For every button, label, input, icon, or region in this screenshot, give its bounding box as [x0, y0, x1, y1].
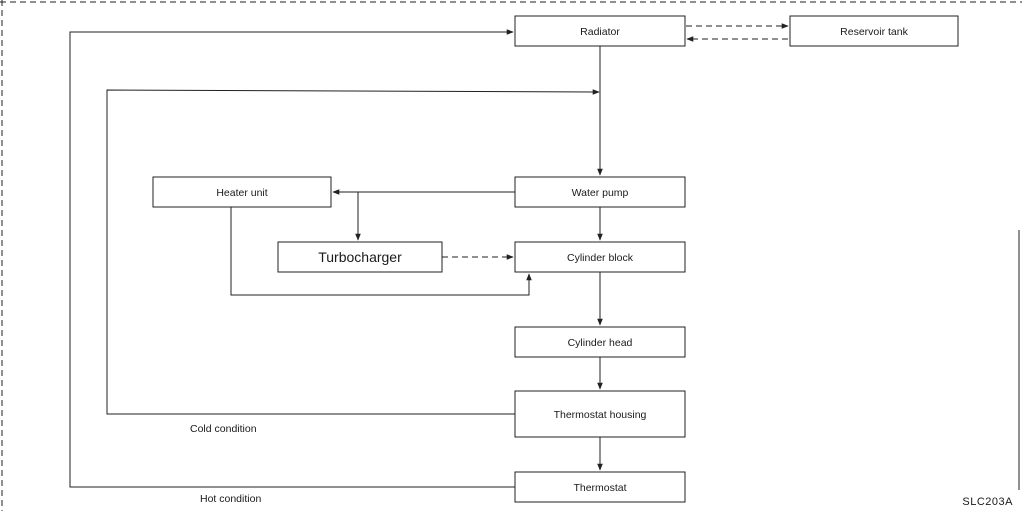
figure-code: SLC203A	[962, 496, 1013, 508]
thermostat-housing-label: Thermostat housing	[554, 409, 647, 421]
radiator-box: Radiator	[514, 15, 686, 47]
turbocharger-label: Turbocharger	[318, 249, 402, 265]
reservoir-tank-label: Reservoir tank	[840, 26, 908, 38]
cylinder-head-label: Cylinder head	[568, 337, 633, 349]
cylinder-block-label: Cylinder block	[567, 252, 634, 264]
hot-condition-loop	[69, 29, 515, 488]
heater-unit-box: Heater unit	[152, 176, 332, 208]
cold-condition-label: Cold condition	[190, 423, 257, 435]
cylinder-head-box: Cylinder head	[514, 326, 686, 358]
reservoir-tank-box: Reservoir tank	[789, 15, 959, 47]
heater-return-path	[230, 207, 532, 296]
heater-unit-label: Heater unit	[216, 187, 267, 199]
thermostat-housing-box: Thermostat housing	[514, 390, 686, 438]
cold-condition-loop	[106, 89, 595, 415]
cylinder-block-box: Cylinder block	[514, 241, 686, 273]
turbocharger-box: Turbocharger	[277, 241, 443, 273]
water-pump-label: Water pump	[572, 187, 629, 199]
thermostat-box: Thermostat	[514, 471, 686, 503]
hot-condition-label: Hot condition	[200, 493, 261, 505]
water-pump-box: Water pump	[514, 176, 686, 208]
thermostat-label: Thermostat	[573, 482, 626, 494]
radiator-label: Radiator	[580, 26, 620, 38]
